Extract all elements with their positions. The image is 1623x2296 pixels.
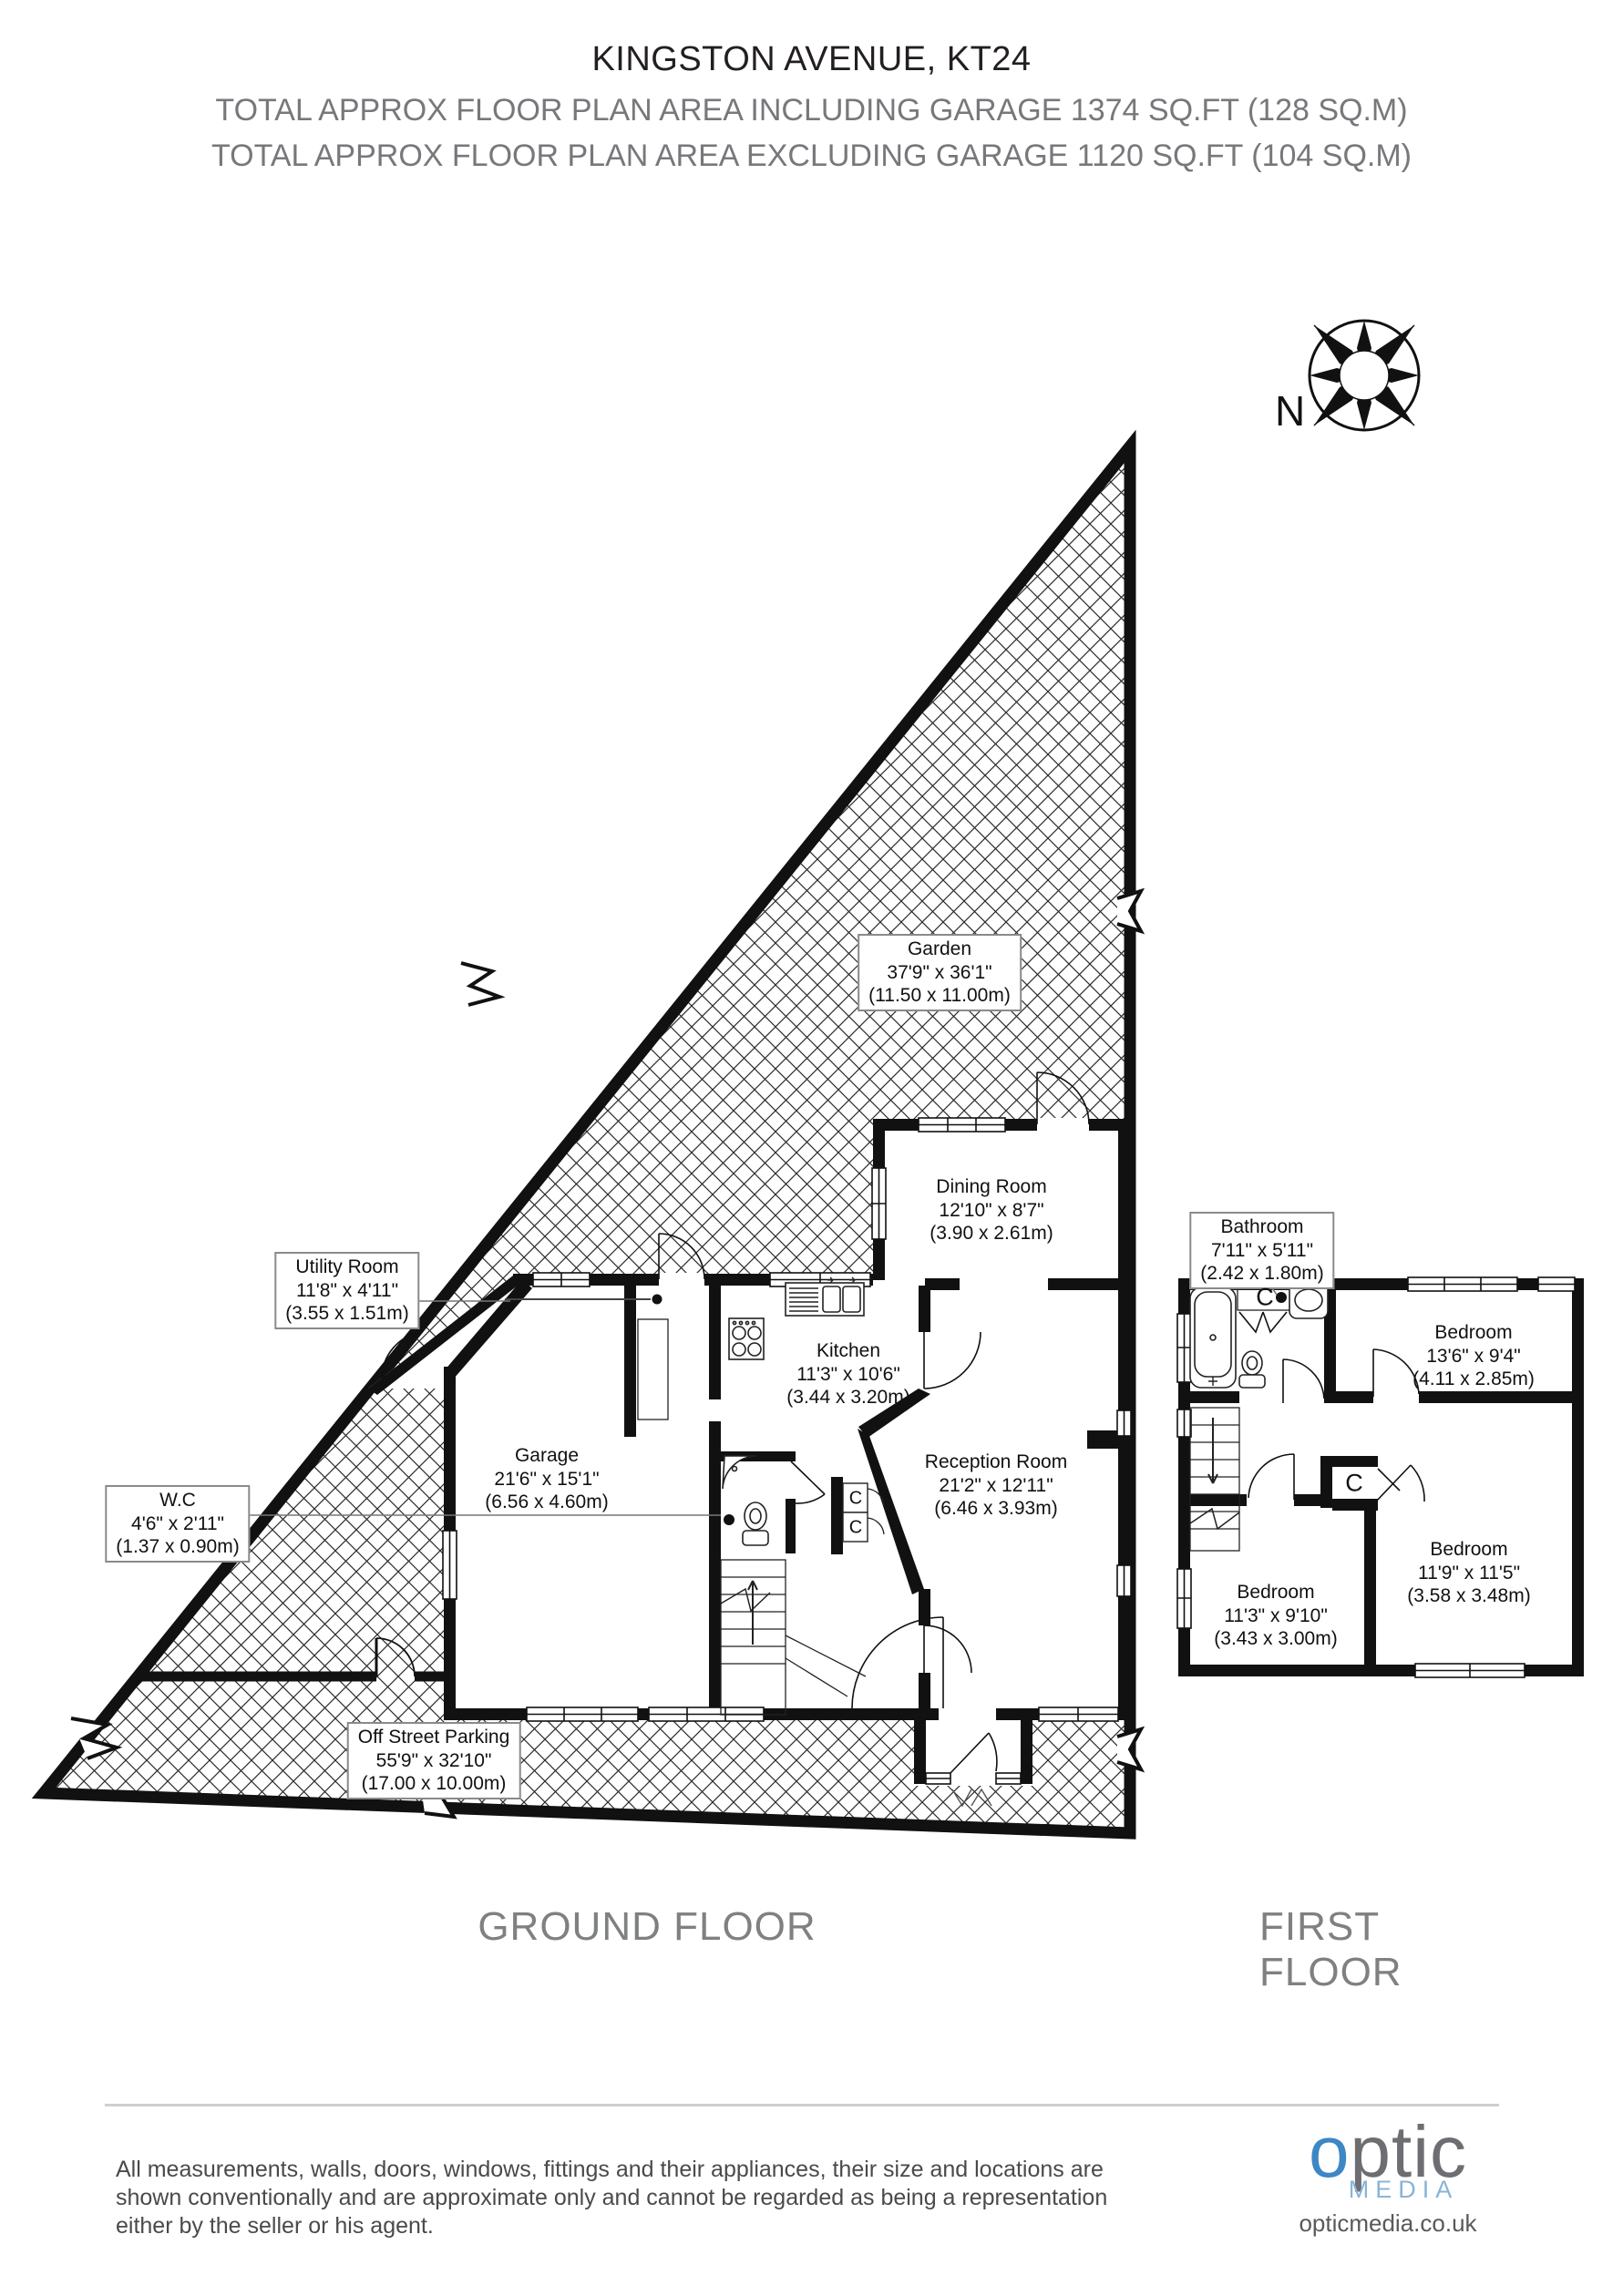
kitchen-name: Kitchen	[816, 1340, 881, 1361]
logo-o: o	[1309, 2111, 1351, 2192]
disclaimer-line-3: either by the seller or his agent.	[116, 2213, 434, 2239]
dining-metric: (3.90 x 2.61m)	[930, 1223, 1053, 1245]
parking-metric: (17.00 x 10.00m)	[361, 1773, 507, 1795]
disclaimer-text: All measurements, walls, doors, windows,…	[116, 2156, 1107, 2240]
bedroom-3-metric: (3.43 x 3.00m)	[1214, 1628, 1338, 1650]
bathroom-name: Bathroom	[1220, 1216, 1304, 1237]
wc-name: W.C	[159, 1490, 196, 1511]
garden-imperial: 37'9" x 36'1"	[887, 961, 992, 983]
wc-metric: (1.37 x 0.90m)	[116, 1536, 240, 1558]
cupboard-c-ground-2: C	[848, 1517, 863, 1538]
bedroom-2-name: Bedroom	[1430, 1539, 1508, 1560]
bedroom-1-label: Bedroom 13'6" x 9'4" (4.11 x 2.85m)	[1412, 1321, 1535, 1391]
disclaimer-line-1: All measurements, walls, doors, windows,…	[116, 2157, 1104, 2182]
bedroom-2-imperial: 11'9" x 11'5"	[1417, 1562, 1521, 1584]
garage-name: Garage	[514, 1445, 580, 1466]
compass-north-label: N	[1275, 387, 1306, 435]
bedroom-2-label: Bedroom 11'9" x 11'5" (3.58 x 3.48m)	[1407, 1538, 1530, 1608]
footer-divider	[105, 2104, 1499, 2106]
bathroom-metric: (2.42 x 1.80m)	[1200, 1263, 1324, 1285]
page-title: KINGSTON AVENUE, KT24	[591, 40, 1032, 78]
kitchen-metric: (3.44 x 3.20m)	[786, 1387, 910, 1409]
dining-imperial: 12'10" x 8'7"	[939, 1199, 1044, 1221]
ground-floor-doors	[381, 1071, 1090, 1808]
off-street-parking-label: Off Street Parking 55'9" x 32'10" (17.00…	[346, 1722, 521, 1799]
logo-brand: optic	[1283, 2116, 1493, 2188]
reception-imperial: 21'2" x 12'11"	[939, 1474, 1053, 1496]
bedroom-3-label: Bedroom 11'3" x 9'10" (3.43 x 3.00m)	[1214, 1581, 1337, 1651]
garden-fence	[139, 1637, 447, 1682]
bedroom-2-metric: (3.58 x 3.48m)	[1407, 1585, 1531, 1607]
ground-floor-fixtures	[505, 1276, 885, 1716]
first-floor	[1176, 1276, 1584, 1678]
garage-imperial: 21'6" x 15'1"	[494, 1468, 600, 1490]
parking-name: Off Street Parking	[357, 1727, 510, 1748]
optic-media-logo: optic MEDIA opticmedia.co.uk	[1283, 2116, 1493, 2237]
logo-website: opticmedia.co.uk	[1299, 2209, 1477, 2237]
area-including-garage: TOTAL APPROX FLOOR PLAN AREA INCLUDING G…	[215, 93, 1408, 128]
utility-imperial: 11'8" x 4'11"	[295, 1279, 399, 1301]
bedroom-3-imperial: 11'3" x 9'10"	[1224, 1604, 1328, 1626]
first-floor-windows	[1176, 1276, 1576, 1678]
cupboard-c-first-2: C	[1345, 1469, 1363, 1497]
garden-name: Garden	[907, 938, 972, 959]
dining-name: Dining Room	[936, 1176, 1047, 1197]
reception-metric: (6.46 x 3.93m)	[934, 1498, 1058, 1520]
logo-ptic: ptic	[1350, 2111, 1467, 2192]
disclaimer-line-2: shown conventionally and are approximate…	[116, 2185, 1108, 2210]
parking-imperial: 55'9" x 32'10"	[375, 1749, 492, 1771]
cupboard-c-ground-1: C	[848, 1488, 863, 1509]
bedroom-1-name: Bedroom	[1434, 1322, 1513, 1343]
garage-metric: (6.56 x 4.60m)	[485, 1491, 609, 1513]
compass-icon	[1308, 319, 1421, 432]
first-floor-doors	[1237, 1280, 1425, 1506]
reception-room-label: Reception Room 21'2" x 12'11" (6.46 x 3.…	[925, 1450, 1067, 1521]
utility-name: Utility Room	[295, 1256, 399, 1277]
garage-label: Garage 21'6" x 15'1" (6.56 x 4.60m)	[485, 1444, 608, 1514]
kitchen-label: Kitchen 11'3" x 10'6" (3.44 x 3.20m)	[786, 1339, 909, 1409]
bedroom-1-metric: (4.11 x 2.85m)	[1412, 1368, 1535, 1390]
utility-metric: (3.55 x 1.51m)	[285, 1303, 409, 1325]
cupboard-c-first-1: C	[1256, 1283, 1274, 1311]
bedroom-1-imperial: 13'6" x 9'4"	[1426, 1345, 1521, 1367]
ground-floor-title: GROUND FLOOR	[478, 1904, 817, 1949]
bathroom-imperial: 7'11" x 5'11"	[1210, 1239, 1314, 1261]
logo-media: MEDIA	[1348, 2176, 1459, 2203]
utility-room-label: Utility Room 11'8" x 4'11" (3.55 x 1.51m…	[274, 1252, 420, 1329]
bedroom-3-name: Bedroom	[1237, 1582, 1315, 1603]
garden-metric: (11.50 x 11.00m)	[868, 985, 1011, 1007]
kitchen-imperial: 11'3" x 10'6"	[796, 1363, 900, 1385]
garden-label: Garden 37'9" x 36'1" (11.50 x 11.00m)	[858, 934, 1022, 1011]
bathroom-label: Bathroom 7'11" x 5'11" (2.42 x 1.80m)	[1189, 1212, 1335, 1289]
dining-room-label: Dining Room 12'10" x 8'7" (3.90 x 2.61m)	[930, 1175, 1053, 1245]
first-floor-fixtures	[1189, 1281, 1329, 1552]
first-floor-title: FIRST FLOOR	[1259, 1904, 1402, 1994]
wc-imperial: 4'6" x 2'11"	[131, 1512, 224, 1534]
reception-name: Reception Room	[924, 1451, 1068, 1472]
wc-label: W.C 4'6" x 2'11" (1.37 x 0.90m)	[105, 1485, 251, 1563]
area-excluding-garage: TOTAL APPROX FLOOR PLAN AREA EXCLUDING G…	[211, 138, 1412, 173]
